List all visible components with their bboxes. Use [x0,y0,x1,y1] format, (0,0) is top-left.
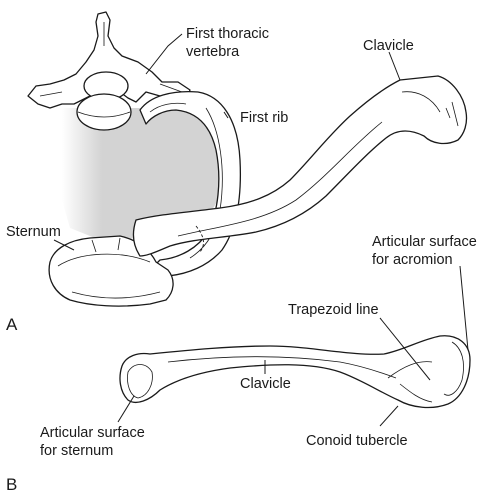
label-articular-surface-sternum-line2: for sternum [40,443,113,459]
label-trapezoid-line: Trapezoid line [288,302,379,318]
panel-label-b: B [6,475,17,494]
label-clavicle-a: Clavicle [363,38,414,54]
leader-trapezoid-line [379,317,431,381]
first-thoracic-vertebra [27,11,191,131]
label-articular-surface-acromion-line1: Articular surface [372,234,477,250]
label-first-thoracic-vertebra-line2: vertebra [186,44,240,60]
thoracic-cavity-shading [62,98,222,240]
label-first-rib: First rib [240,110,288,126]
leader-clavicle-a [388,51,401,81]
leader-sternum [53,239,75,251]
leader-first-rib [223,111,229,119]
label-articular-surface-sternum-line1: Articular surface [40,425,145,441]
label-clavicle-b: Clavicle [240,376,291,392]
panel-b: Articular surface for acromion Trapezoid… [6,234,477,494]
label-conoid-tubercle: Conoid tubercle [306,433,408,449]
panel-label-a: A [6,315,18,334]
label-sternum: Sternum [6,224,61,240]
leader-first-thoracic-vertebra [145,33,183,75]
clavicle-panel-a [132,75,468,257]
leader-articular-surface-sternum [117,395,135,423]
clavicle-panel-b [119,335,471,409]
leader-articular-surface-acromion [459,265,469,351]
leader-conoid-tubercle [379,405,399,427]
panel-a: First thoracic vertebra Clavicle First r… [6,11,468,334]
label-first-thoracic-vertebra-line1: First thoracic [186,26,269,42]
label-articular-surface-acromion-line2: for acromion [372,252,453,268]
